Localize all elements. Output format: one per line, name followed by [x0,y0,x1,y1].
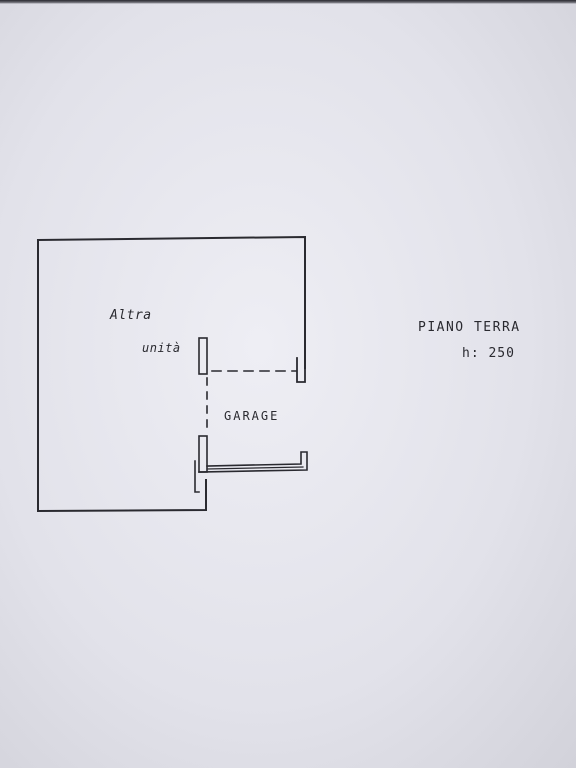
outer-wall [36,235,306,369]
right-wall-stub [296,357,306,383]
upper-partition-post [198,337,208,375]
garage-wall-outer [198,451,308,473]
lower-post-base [194,460,200,493]
paper-top-edge [0,0,576,4]
other-unit-label-line2: unità [142,341,181,355]
ceiling-height-label: h: 250 [462,346,515,361]
floor-title: PIANO TERRA [418,320,521,335]
outer-wall-left [37,239,207,513]
other-unit-label-line1: Altra [110,308,152,323]
lower-partition-post [198,435,208,473]
garage-label: GARAGE [224,409,280,423]
garage-wall-inner [206,466,304,470]
